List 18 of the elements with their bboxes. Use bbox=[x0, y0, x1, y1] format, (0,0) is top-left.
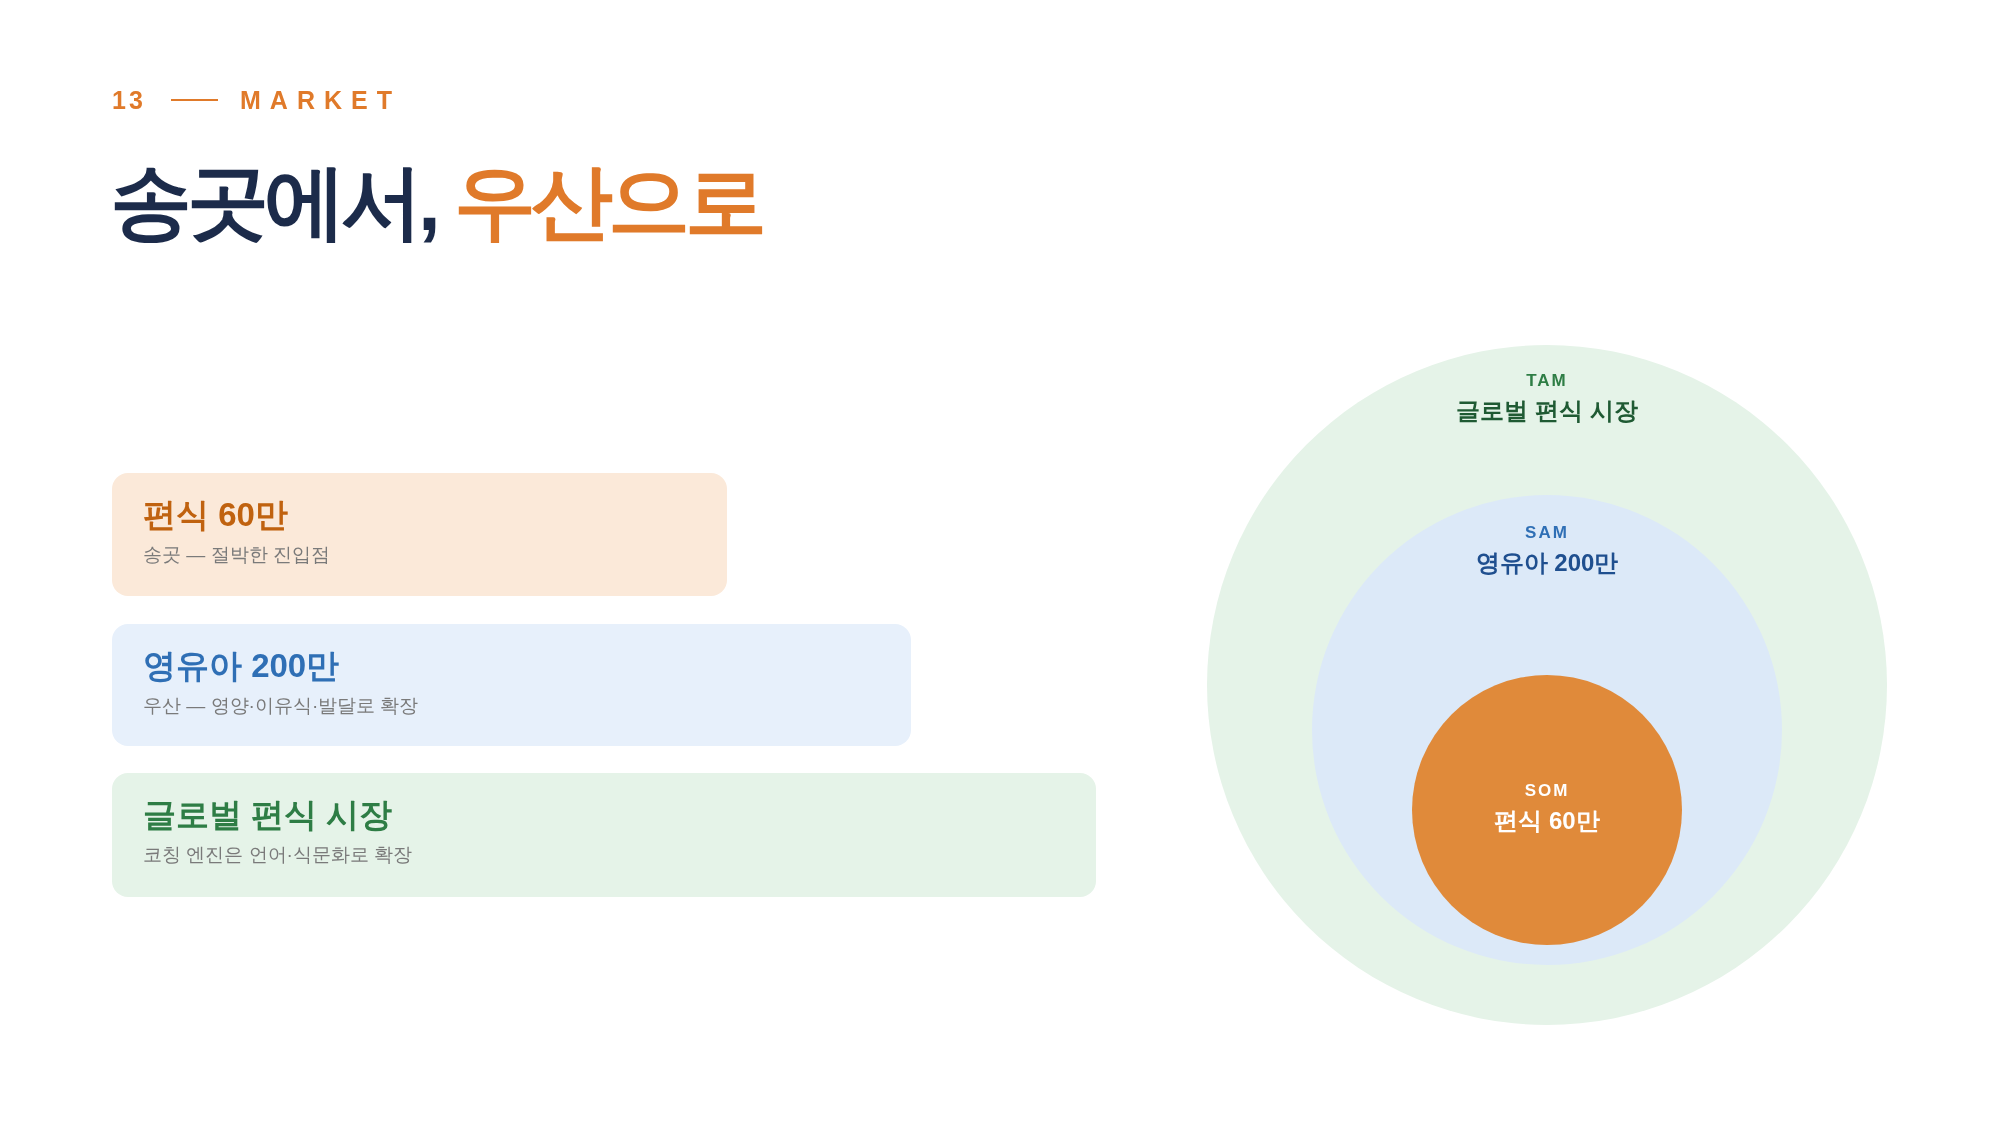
segment-card bbox=[112, 773, 1096, 897]
section-label: MARKET bbox=[240, 86, 401, 115]
segment-card bbox=[112, 624, 911, 746]
segment-card bbox=[112, 473, 727, 596]
circle-label: SAM bbox=[1525, 523, 1569, 543]
section-number: 13 bbox=[112, 86, 146, 115]
circle-label: SOM bbox=[1524, 781, 1570, 801]
card-description: 송곳 — 절박한 진입점 bbox=[143, 543, 330, 567]
card-description: 우산 — 영양·이유식·발달로 확장 bbox=[143, 694, 419, 718]
card-description: 코칭 엔진은 언어·식문화로 확장 bbox=[143, 843, 413, 867]
circle-title: 글로벌 편식 시장 bbox=[1456, 396, 1638, 426]
slide-title: 송곳에서, 우산으로 bbox=[110, 155, 762, 249]
card-heading: 영유아 200만 bbox=[143, 646, 340, 686]
card-heading: 편식 60만 bbox=[143, 495, 288, 535]
card-heading: 글로벌 편식 시장 bbox=[143, 795, 393, 835]
circle-label: TAM bbox=[1526, 371, 1568, 391]
circle-title: 영유아 200만 bbox=[1475, 548, 1619, 578]
circle-title: 편식 60만 bbox=[1494, 806, 1600, 836]
